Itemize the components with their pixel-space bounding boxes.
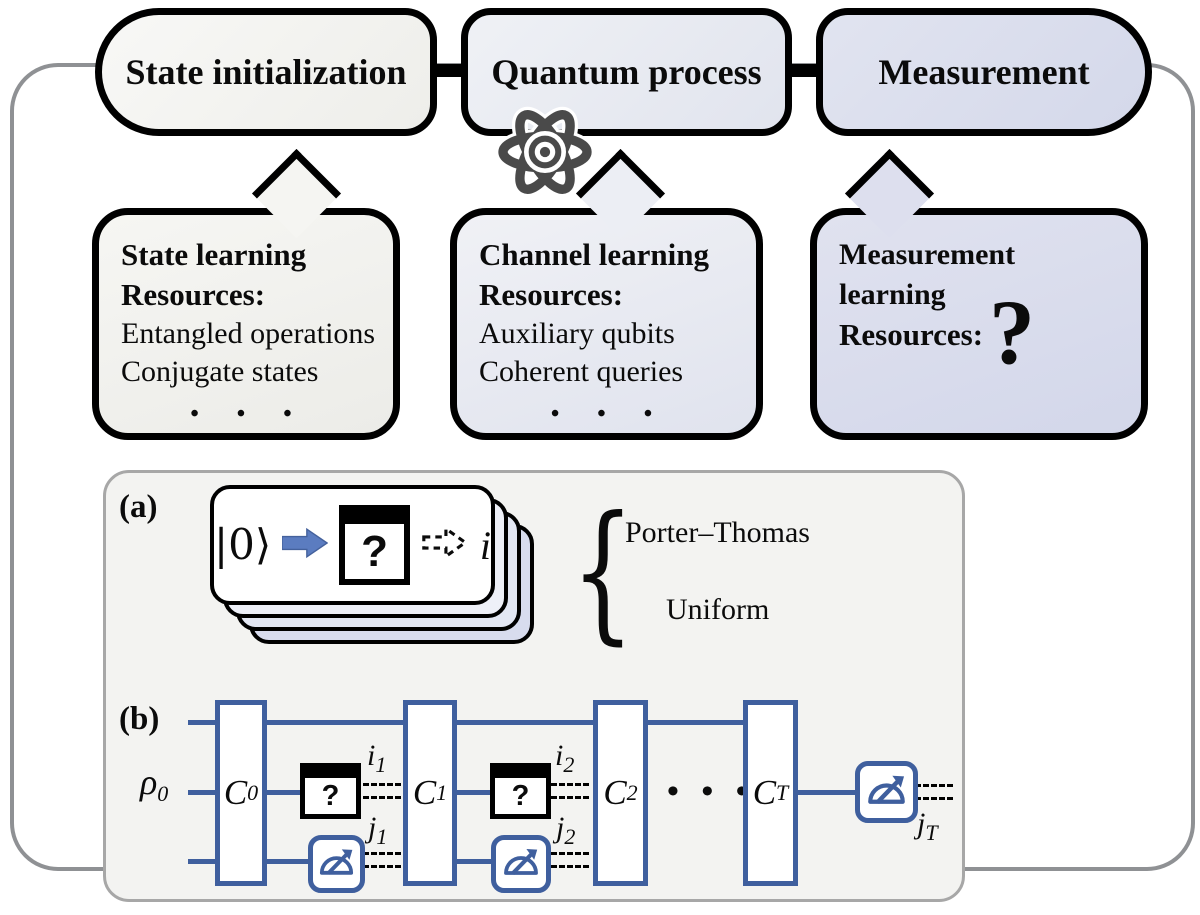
output-i-label: i — [479, 522, 491, 568]
unknown-process-box: ? — [300, 763, 361, 819]
bubble-resources-label: Resources: — [121, 277, 266, 312]
question-mark: ? — [511, 779, 530, 812]
pipeline-stage-measurement: Measurement — [816, 8, 1152, 136]
bubble-resources-label: Resources: — [479, 277, 624, 312]
bubble-title: State learning — [121, 237, 307, 272]
stage-label: Measurement — [878, 52, 1090, 92]
examples-panel: (a) |0⟩ ? i { Porter–Thomas Unif — [103, 470, 965, 902]
atom-icon — [487, 96, 603, 208]
stage-connector-1 — [433, 64, 465, 77]
ellipsis-dots: • • • — [190, 401, 308, 427]
box-title-bar — [495, 768, 546, 778]
quantum-wire-bottom — [433, 859, 503, 864]
quantum-wire-middle — [773, 790, 861, 795]
solid-arrow-icon — [281, 527, 329, 564]
stage-label: Quantum process — [491, 52, 762, 92]
stage-connector-2 — [788, 64, 820, 77]
classical-wire — [551, 852, 589, 868]
label-i2: i2 — [555, 739, 575, 777]
pipeline-stage-state-initialization: State initialization — [95, 8, 437, 136]
classical-wire — [363, 783, 401, 799]
panel-a-label: (a) — [119, 489, 158, 525]
bubble-resource-item: Auxiliary qubits — [479, 317, 675, 350]
classical-wire — [915, 784, 953, 800]
measurement-gauge-icon — [308, 835, 365, 893]
bubble-resource-item: Entangled operations — [121, 317, 376, 350]
option-porter-thomas: Porter–Thomas — [625, 516, 810, 549]
label-i1: i1 — [367, 739, 387, 777]
option-uniform: Uniform — [666, 593, 770, 626]
label-j2: j2 — [556, 811, 576, 849]
bubble-title: Channel learning — [479, 237, 709, 272]
classical-wire — [551, 783, 589, 799]
ellipsis-dots: • • • — [667, 773, 755, 810]
measurement-gauge-icon — [855, 761, 918, 823]
panel-b-label: (b) — [119, 701, 160, 737]
brace: { — [571, 483, 635, 659]
bubble-resources-label: Resources: — [839, 317, 984, 352]
label-j1: j1 — [368, 811, 388, 849]
unknown-process-box: ? — [339, 505, 410, 585]
card-sample: |0⟩ ? i — [210, 485, 495, 605]
ellipsis-dots: • • • — [550, 401, 669, 427]
quantum-wire-middle — [433, 790, 503, 795]
ket-zero-label: |0⟩ — [214, 520, 272, 569]
box-title-bar — [345, 511, 404, 524]
bubble-title: Measurement learning — [839, 238, 1016, 311]
dashed-arrow-icon — [421, 525, 469, 565]
bubble-measurement-learning: Measurement learning Resources: ? — [810, 208, 1148, 440]
stage-label: State initialization — [125, 52, 407, 92]
bubble-resource-item: Coherent queries — [479, 355, 684, 388]
bubble-resource-item: Conjugate states — [121, 355, 319, 388]
question-mark: ? — [361, 526, 389, 576]
unknown-question-mark: ? — [989, 281, 1035, 383]
measurement-gauge-icon — [491, 835, 551, 893]
bubble-channel-learning: Channel learning Resources: Auxiliary qu… — [450, 208, 763, 440]
rho-input-label: ρ0 — [140, 762, 169, 806]
unknown-process-box: ? — [490, 763, 551, 819]
box-title-bar — [305, 768, 356, 778]
quantum-wire-top — [188, 720, 773, 725]
label-jt: jT — [917, 807, 938, 845]
question-mark: ? — [321, 779, 340, 812]
bubble-state-learning: State learning Resources: Entangled oper… — [92, 208, 400, 440]
classical-wire — [363, 852, 401, 868]
